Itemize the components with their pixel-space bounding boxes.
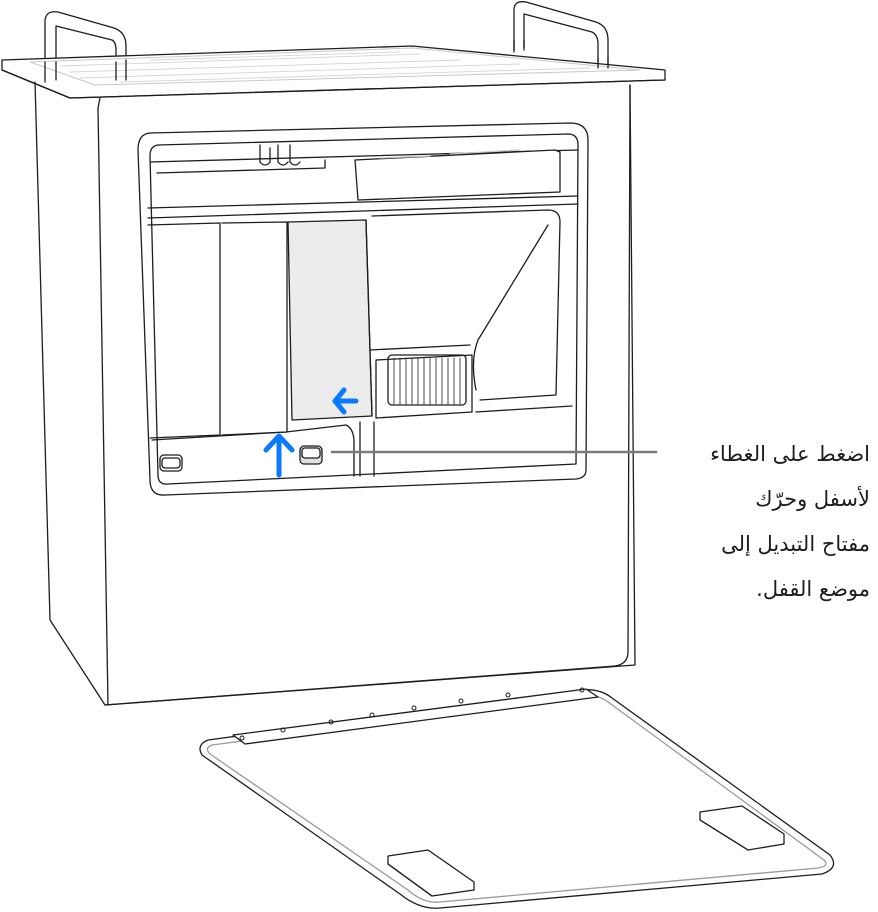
callout-line-2: لأسفل وحرّك	[755, 487, 870, 511]
drive-bay-window	[137, 122, 589, 496]
bottom-cover	[199, 687, 835, 909]
callout-line-1: اضغط على الغطاء	[710, 442, 870, 466]
callout-text: اضغط على الغطاء لأسفل وحرّك مفتاح التبدي…	[650, 432, 870, 612]
callout-line-4: موضع القفل.	[756, 577, 870, 601]
slide-left-arrow	[332, 387, 359, 415]
top-handles	[44, 1, 609, 83]
callout-line-3: مفتاح التبديل إلى	[721, 532, 870, 556]
top-lid	[1, 39, 666, 99]
push-up-arrow	[263, 433, 295, 478]
chassis	[34, 81, 636, 706]
